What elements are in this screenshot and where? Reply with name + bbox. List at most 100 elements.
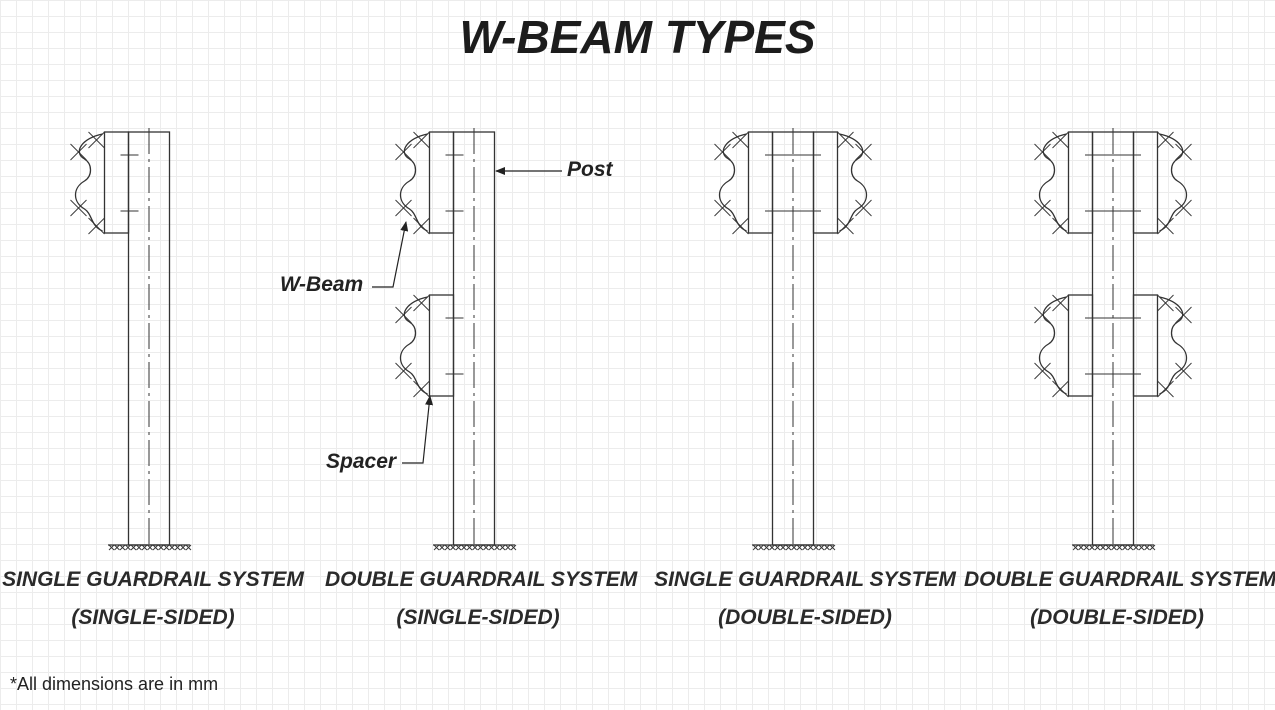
ground-hatch: [1100, 544, 1106, 551]
w-beam-profile: [718, 133, 747, 232]
ground-hatch: [1083, 544, 1090, 551]
ground-hatch: [1149, 544, 1156, 551]
spacer-block: [812, 131, 839, 234]
w-beam-left: [1034, 131, 1094, 235]
ground-hatch: [477, 544, 484, 551]
w-beam-mark: [395, 199, 412, 217]
w-beam-mark: [70, 199, 87, 217]
w-beam-mark: [395, 306, 412, 324]
system-1-name: SINGLE GUARDRAIL SYSTEM: [2, 568, 304, 591]
w-beam-mark: [88, 217, 105, 235]
w-beam-mark: [413, 131, 430, 149]
system-2-name: DOUBLE GUARDRAIL SYSTEM: [325, 568, 638, 591]
w-beam-mark: [1034, 306, 1051, 324]
ground-hatch: [152, 544, 159, 551]
w-beam-mark: [1175, 143, 1192, 161]
ground-hatch: [125, 544, 131, 551]
ground-hatch: [158, 544, 164, 551]
w-beam-profile: [1159, 296, 1188, 395]
w-beam-profile: [399, 296, 428, 395]
ground-hatch: [119, 544, 126, 551]
w-beam-mark: [1034, 199, 1051, 217]
spacer-block: [428, 294, 455, 397]
w-beam-mark: [714, 199, 731, 217]
system-4-name: DOUBLE GUARDRAIL SYSTEM: [964, 568, 1275, 591]
ground-hatch: [763, 544, 770, 551]
ground-hatch: [1094, 544, 1101, 551]
w-beam-right: [1132, 131, 1192, 235]
w-beam-right: [812, 131, 872, 235]
guardrail-figure-2: [395, 128, 517, 551]
guardrail-figure-4: [1034, 128, 1192, 551]
ground-hatch: [136, 544, 142, 551]
system-caption-1: SINGLE GUARDRAIL SYSTEM (SINGLE-SIDED): [0, 561, 306, 637]
system-3-sides: (DOUBLE-SIDED): [718, 606, 892, 629]
wbeam-callout: W-Beam: [280, 273, 364, 296]
w-beam-mark: [1052, 380, 1069, 398]
ground-hatch: [796, 544, 803, 551]
ground-hatch: [174, 544, 181, 551]
spacer-block: [1132, 131, 1159, 234]
spacer-block: [747, 131, 774, 234]
w-beam-mark: [1157, 380, 1174, 398]
ground-hatch: [505, 544, 511, 551]
ground-hatch: [802, 544, 808, 551]
spacer-block: [1067, 131, 1094, 234]
guardrail-figure-3: [714, 128, 872, 551]
w-beam-mark: [732, 131, 749, 149]
w-beam-profile: [74, 133, 103, 232]
post-callout: Post: [567, 158, 613, 181]
ground-hatch: [1127, 544, 1134, 551]
w-beam-mark: [714, 143, 731, 161]
w-beam-mark: [413, 217, 430, 235]
ground-hatch: [1105, 544, 1112, 551]
ground-hatch: [483, 544, 489, 551]
ground-hatch: [450, 544, 456, 551]
ground-hatch: [455, 544, 462, 551]
w-beam-mark: [1052, 217, 1069, 235]
w-beam-mark: [732, 217, 749, 235]
spacer-block: [103, 131, 130, 234]
ground-hatch: [1138, 544, 1145, 551]
w-beam-mark: [1157, 294, 1174, 312]
w-beam-mark: [837, 217, 854, 235]
system-4-sides: (DOUBLE-SIDED): [1030, 606, 1204, 629]
w-beam-mark: [70, 143, 87, 161]
ground-hatch: [108, 544, 115, 551]
page-title: W-BEAM TYPES: [459, 11, 816, 63]
ground-hatch: [163, 544, 170, 551]
w-beam-mark: [855, 199, 872, 217]
w-beam-left: [1034, 294, 1094, 398]
ground-hatch: [769, 544, 775, 551]
w-beam-profile: [399, 133, 428, 232]
ground-hatch: [780, 544, 786, 551]
w-beam-mark: [1175, 306, 1192, 324]
ground-hatch: [499, 544, 506, 551]
ground-hatch: [1089, 544, 1095, 551]
ground-hatch: [169, 544, 175, 551]
ground-hatch: [758, 544, 764, 551]
w-beam-mark: [1175, 362, 1192, 380]
w-beam-mark: [395, 143, 412, 161]
ground-hatch: [185, 544, 192, 551]
ground-hatch: [461, 544, 467, 551]
wbeam-leader: [372, 221, 409, 288]
ground-hatch: [488, 544, 495, 551]
ground-hatch: [472, 544, 478, 551]
ground-hatch: [1111, 544, 1117, 551]
w-beam-mark: [395, 362, 412, 380]
ground-hatch: [180, 544, 186, 551]
w-beam-mark: [855, 143, 872, 161]
ground-hatch: [444, 544, 451, 551]
w-beam-right: [1132, 294, 1192, 398]
ground-hatch: [824, 544, 830, 551]
system-caption-3: SINGLE GUARDRAIL SYSTEM (DOUBLE-SIDED): [652, 561, 958, 637]
ground-hatch: [130, 544, 137, 551]
w-beam-mark: [88, 131, 105, 149]
w-beam-mark: [1034, 362, 1051, 380]
callout-leaders: [372, 167, 562, 464]
ground-hatch: [818, 544, 825, 551]
w-beam-left: [714, 131, 774, 235]
ground-hatch: [807, 544, 814, 551]
